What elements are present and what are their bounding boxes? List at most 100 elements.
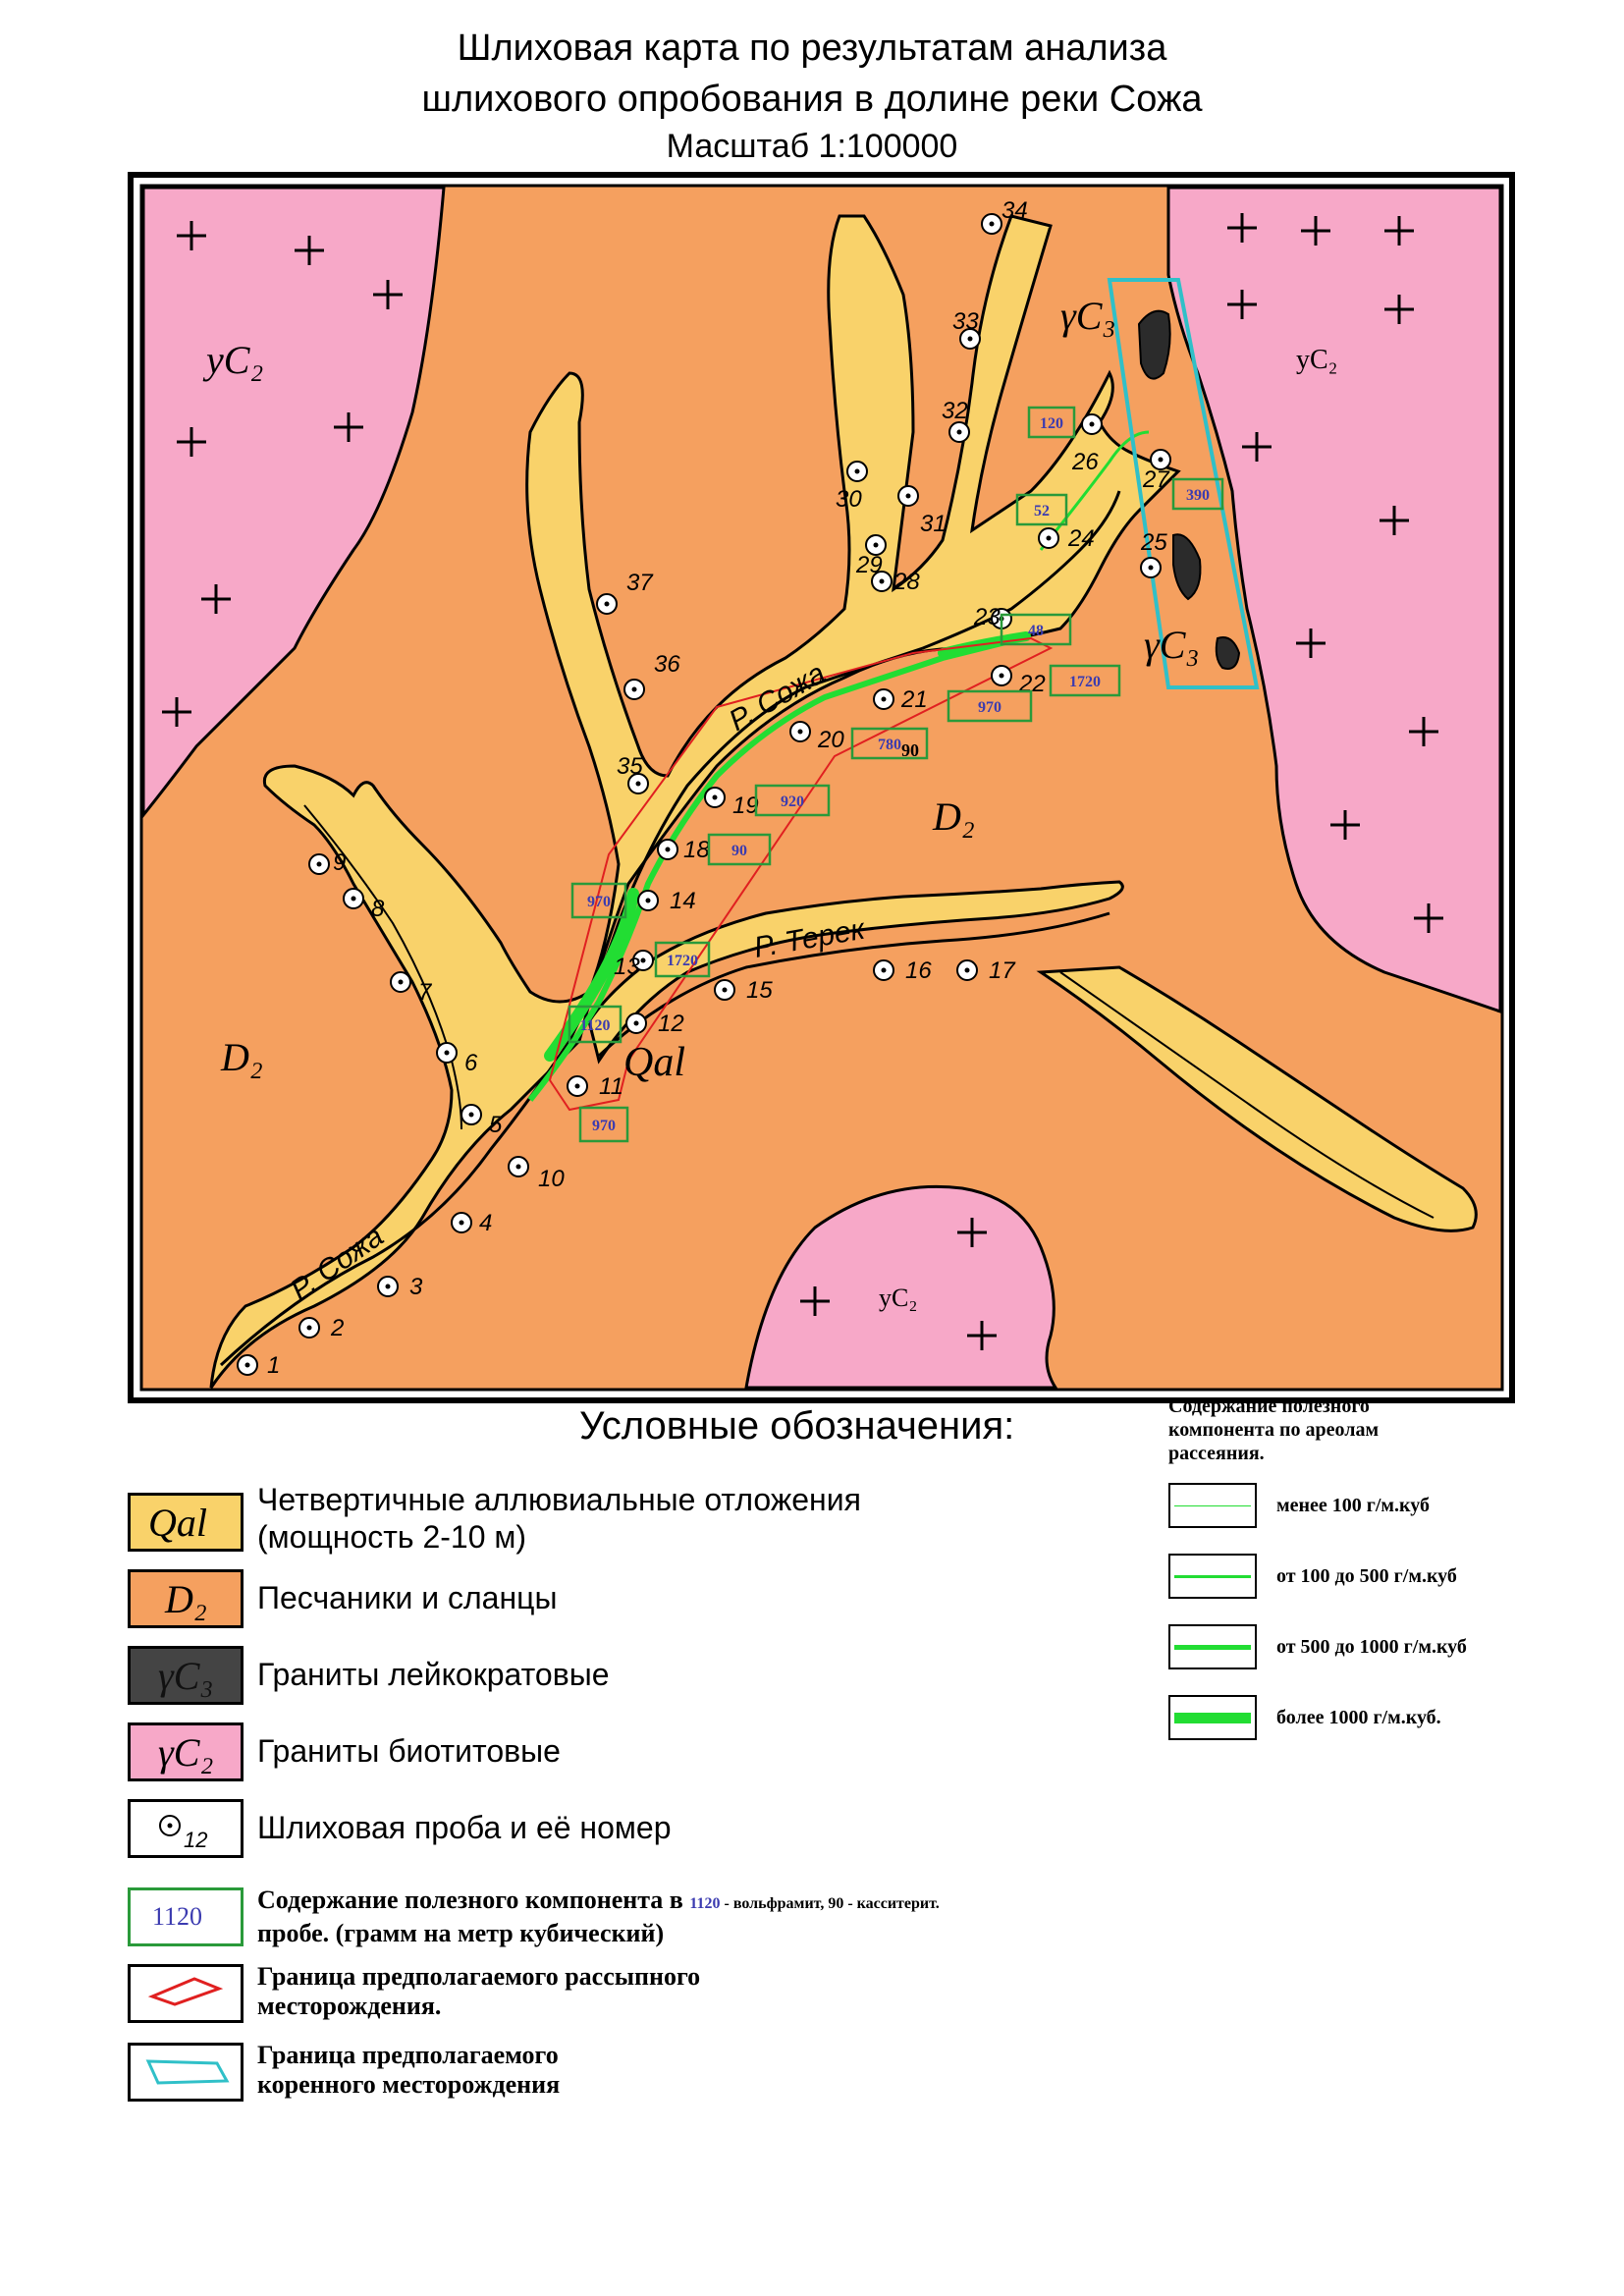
conc-swatch-1 [1168, 1483, 1257, 1528]
legend-text-qal: Четвертичные аллювиальные отложения (мощ… [257, 1481, 861, 1556]
legend-text-gc3: Граниты лейкократовые [257, 1657, 610, 1692]
sample-point: 35 [617, 753, 649, 794]
legend-text-sample: Шлиховая проба и её номер [257, 1810, 672, 1845]
sample-point: 1 [237, 1352, 280, 1379]
tributary-line-left [303, 804, 462, 1130]
sample-point: 15 [714, 977, 773, 1004]
sample-number: 29 [855, 552, 883, 578]
sample-point: 29 [855, 534, 887, 578]
legend-text-bedrock: Граница предполагаемого коренного местор… [257, 2041, 560, 2100]
concentration-box: 780 [850, 727, 929, 760]
conc-text-2: от 100 до 500 г/м.куб [1276, 1565, 1457, 1587]
conc-text-4: более 1000 г/м.куб. [1276, 1707, 1441, 1728]
sample-point: 33 [952, 308, 981, 350]
river-sozha-line [219, 490, 1121, 1367]
granite-area-left [141, 186, 446, 820]
legend-swatch-sample: 12 [128, 1799, 244, 1858]
leuco-granite-body-1 [1137, 309, 1171, 380]
conc-text-3: от 500 до 1000 г/м.куб [1276, 1636, 1467, 1658]
sample-point: 16 [873, 957, 932, 984]
sample-point: 11 [567, 1073, 623, 1100]
conc-swatch-3 [1168, 1624, 1257, 1669]
concentration-box: 90 [707, 833, 772, 866]
sample-number: 34 [1001, 197, 1028, 224]
sample-point: 18 [657, 837, 710, 863]
leuco-granite-body-2 [1172, 533, 1202, 601]
sample-number: 23 [973, 604, 1001, 630]
sample-number: 1 [267, 1352, 280, 1379]
sample-point: 13 [614, 950, 654, 980]
sample-point: 19 [704, 787, 759, 819]
sample-point: 34 [981, 197, 1028, 235]
sample-number: 15 [746, 977, 773, 1004]
concentration-box: 390 [1171, 477, 1224, 511]
label-gC3-top: γC₃ [1060, 294, 1115, 338]
concentration-value: 970 [587, 894, 611, 910]
sample-number: 16 [905, 957, 932, 984]
sample-number: 17 [989, 957, 1016, 984]
sample-symbol-icon [159, 1815, 181, 1836]
legend-text-conc: Содержание полезного компонента в 1120 -… [257, 1886, 940, 1948]
cassiterite-value: 90 [901, 740, 919, 760]
bedrock-boundary [1107, 278, 1260, 689]
halo-line-thick-icon [1174, 1645, 1251, 1650]
concentration-box: 52 [1015, 493, 1068, 526]
label-Qal: Qal [623, 1040, 685, 1085]
concentration-box: 48 [1000, 613, 1072, 646]
sample-point: 10 [508, 1156, 565, 1192]
sample-number: 36 [654, 651, 680, 678]
halo-line-med-icon [1174, 1575, 1251, 1578]
legend-swatch-placer [128, 1964, 244, 2023]
legend-conc-inline-num: 1120 [689, 1895, 721, 1912]
label-yC2-right: yC₂ [1296, 345, 1337, 375]
sample-number: 21 [900, 686, 928, 713]
concentration-value: 390 [1186, 487, 1210, 504]
legend-swatch-bedrock [128, 2043, 244, 2102]
concentration-box: 920 [754, 784, 831, 817]
sample-number: 37 [626, 570, 654, 596]
legend-text-d2: Песчаники и сланцы [257, 1580, 558, 1615]
sample-point: 24 [1038, 525, 1095, 552]
legend-qal-line2: (мощность 2-10 м) [257, 1519, 527, 1555]
halo-line-heavy-icon [1174, 1713, 1251, 1723]
conc-legend-title1: Содержание полезного [1168, 1395, 1370, 1417]
sample-number: 2 [330, 1315, 344, 1341]
label-yC2-left: yC₂ [202, 338, 263, 382]
sample-number: 26 [1071, 449, 1099, 475]
sample-number: 27 [1142, 466, 1170, 493]
sample-number: 30 [836, 486, 862, 513]
sample-number: 28 [893, 569, 920, 595]
sample-number: 33 [952, 308, 979, 335]
sample-number: 18 [683, 837, 710, 863]
legend-sym-gc3: γC₃ [158, 1654, 214, 1698]
map-scale: Масштаб 1:100000 [666, 128, 958, 165]
granite-area-right [1166, 186, 1502, 1014]
sample-point: 26 [1071, 413, 1103, 475]
legend-sym-conc: 1120 [152, 1902, 203, 1931]
concentration-value: 52 [1034, 503, 1050, 519]
sample-number: 10 [538, 1166, 565, 1192]
concentration-value: 1720 [1069, 674, 1101, 690]
concentration-box: 970 [570, 882, 627, 919]
granite-crosses [162, 213, 1443, 1350]
label-gC3-bottom: γC₃ [1144, 623, 1199, 667]
concentration-value: 1720 [667, 953, 698, 969]
map-title-line1: Шлиховая карта по результатам анализа [457, 27, 1167, 69]
legend-swatch-gc2: γC₂ [128, 1722, 244, 1781]
sample-point: 9 [308, 849, 346, 876]
sample-point: 31 [897, 485, 947, 537]
sample-point: 17 [956, 957, 1016, 984]
legend-swatch-concentration: 1120 [128, 1887, 244, 1946]
sample-point: 14 [637, 888, 696, 914]
map-title-line2: шлихового опробования в долине реки Сожа [421, 79, 1203, 120]
sample-number: 32 [942, 398, 968, 424]
legend-swatch-d2: D₂ [128, 1569, 244, 1628]
legend-sym-sample: 12 [184, 1828, 208, 1852]
concentration-value: 970 [978, 699, 1001, 716]
sample-point: 21 [873, 686, 928, 713]
sample-number: 14 [670, 888, 696, 914]
sample-number: 19 [732, 793, 759, 819]
sample-number: 24 [1067, 525, 1095, 552]
